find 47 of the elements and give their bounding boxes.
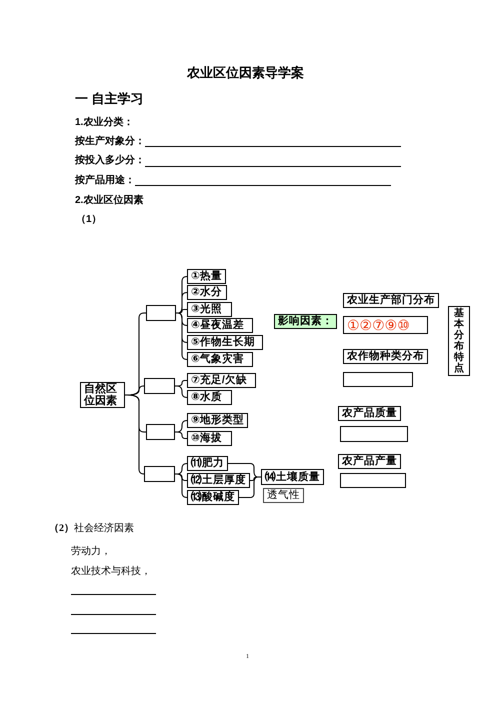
factor-box: ⑧水质 xyxy=(187,390,232,405)
brace-connector xyxy=(174,474,188,498)
factor-box: ③光照 xyxy=(187,302,232,317)
factor-box: ①热量 xyxy=(187,269,226,284)
factor-box: ⑩海拔 xyxy=(187,431,232,446)
factor-box: ⑾肥力 xyxy=(187,456,228,471)
heading-box: 农作物种类分布 xyxy=(343,349,428,364)
factor-box: ⑦充足/欠缺 xyxy=(187,373,256,388)
highlight-box: 影响因素： xyxy=(274,314,337,329)
brace-connector xyxy=(176,312,188,360)
factor-box: ②水分 xyxy=(187,285,227,300)
factor-box: ⑿土层厚度 xyxy=(187,473,250,488)
answer-box xyxy=(340,426,408,442)
brace-connector xyxy=(174,432,188,439)
page-title: 农业区位因素导学案 xyxy=(187,64,304,82)
factor-box: ⒁土壤质量 xyxy=(261,469,324,485)
brace-connector xyxy=(124,394,144,474)
vertical-heading-box: 基本分布特点 xyxy=(448,306,470,376)
heading-box: 农产品产量 xyxy=(338,454,401,469)
brace-connector xyxy=(174,386,188,398)
factor-text: 农业技术与科技， xyxy=(71,565,151,578)
note-box: 透气性 xyxy=(263,488,304,503)
topic-box: 自然区位因素 xyxy=(80,382,125,408)
subsection-number: （1） xyxy=(76,213,102,226)
heading-box: 农业生产部门分布 xyxy=(343,293,439,308)
heading-box: 农产品质量 xyxy=(338,406,401,421)
factor-box: ⑨地形类型 xyxy=(187,413,248,428)
answer-box xyxy=(144,378,175,394)
factor-box: ⑥气象灾害 xyxy=(187,352,253,367)
answer-box xyxy=(343,372,413,387)
question-label: 按投入多少分： xyxy=(75,154,145,167)
answer-box xyxy=(340,473,406,488)
factor-box: ④昼夜温差 xyxy=(187,318,253,333)
question-heading: 2.农业区位因素 xyxy=(75,194,144,207)
answer-box xyxy=(144,466,175,482)
factor-box: ⒀酸碱度 xyxy=(187,490,239,505)
factor-box: ⑤作物生长期 xyxy=(187,335,263,350)
question-label: 按生产对象分： xyxy=(75,135,145,148)
question-heading: 1.农业分类： xyxy=(75,116,134,129)
section-heading: 一 自主学习 xyxy=(75,91,144,107)
answer-text-box: ①②⑦⑨⑩ xyxy=(343,316,428,334)
question-label: 按产品用途： xyxy=(75,174,135,187)
subsection-heading: （2）社会经济因素 xyxy=(49,522,134,535)
answer-box xyxy=(146,424,175,440)
factor-text: 劳动力， xyxy=(71,545,111,558)
brace-connector xyxy=(238,476,262,498)
answer-box xyxy=(146,305,176,321)
